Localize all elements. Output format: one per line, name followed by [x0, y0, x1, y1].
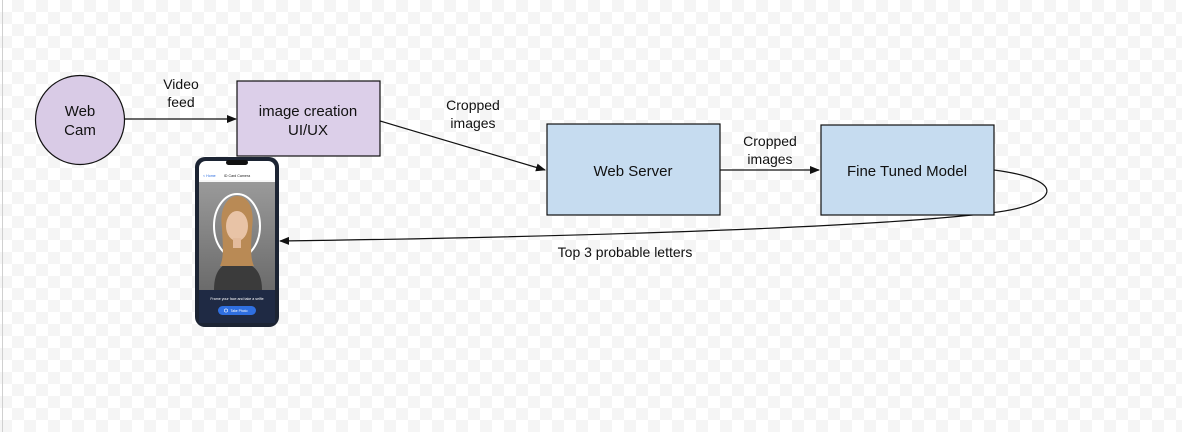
fine-tuned-model-node: Fine Tuned Model [820, 124, 995, 216]
cropped-images-1-label-line1: Cropped [446, 97, 500, 113]
person-face [226, 211, 248, 241]
edge-top-letters [279, 169, 1048, 245]
top-letters-label: Top 3 probable letters [558, 244, 693, 260]
webcam-circle [34, 74, 126, 166]
phone-notch [226, 160, 248, 165]
video-feed-label-line1: Video [163, 76, 199, 92]
fine-tuned-model-label: Fine Tuned Model [847, 163, 967, 180]
cropped-images-2-label-line1: Cropped [743, 133, 797, 149]
phone-take-photo-button[interactable] [218, 306, 256, 315]
camera-icon [224, 308, 228, 313]
cropped-images-2-label-line2: images [747, 151, 792, 167]
webcam-label-line2: Cam [64, 122, 96, 139]
image-creation-box [236, 80, 381, 157]
phone-nav-back[interactable]: < Home [203, 174, 216, 178]
web-server-box [546, 123, 721, 216]
webcam-node: Web Cam [34, 74, 126, 166]
web-server-label: Web Server [594, 163, 673, 180]
phone-take-photo-label: Take Photo [231, 309, 248, 313]
video-feed-label-line2: feed [167, 94, 194, 110]
cropped-images-1-label-line2: images [450, 115, 495, 131]
phone-instruction-text: Frame your face and take a selfie [210, 297, 263, 301]
edge-cropped-images-1 [379, 120, 546, 172]
image-creation-node: image creation UI/UX [236, 80, 381, 157]
image-creation-label-line2: UI/UX [288, 122, 328, 139]
phone-nav-title: ID Card Camera [224, 174, 250, 178]
person-shoulders [214, 262, 262, 290]
webcam-label-line1: Web [65, 103, 96, 120]
fine-tuned-model-box [820, 124, 995, 216]
phone-mockup: < Home ID Card Camera Frame your face an… [195, 157, 279, 327]
person-neck [233, 238, 241, 248]
image-creation-label-line1: image creation [259, 103, 357, 120]
web-server-node: Web Server [546, 123, 721, 216]
